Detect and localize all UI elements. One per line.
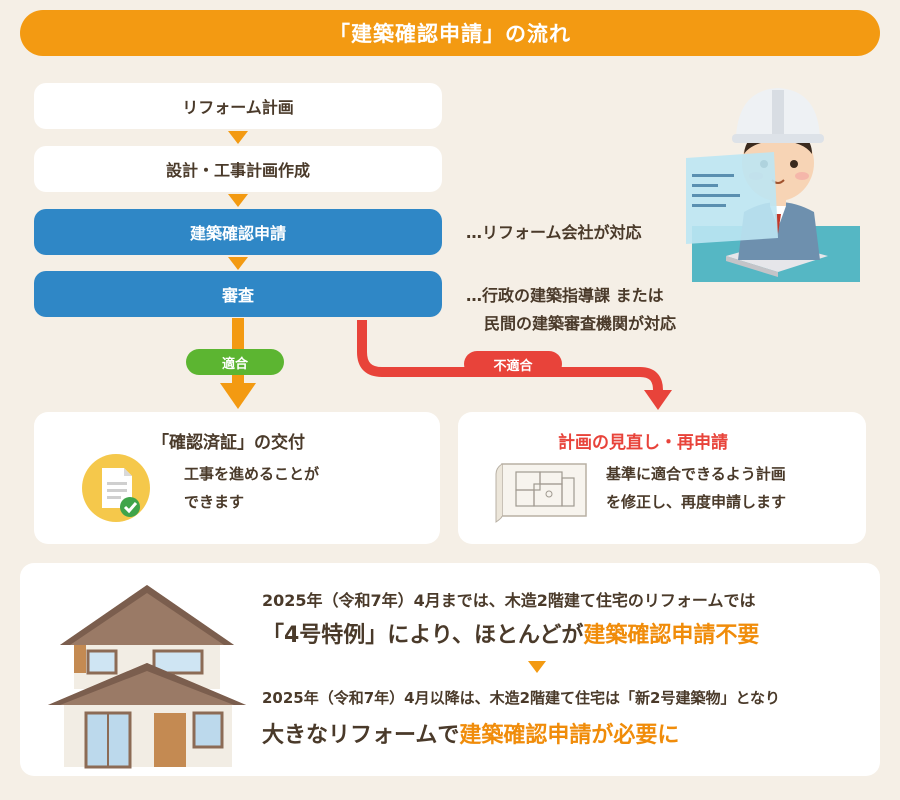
info-line4-emphasis: 建築確認申請が必要に <box>459 723 680 748</box>
info-line4: 大きなリフォームで建築確認申請が必要に <box>262 717 679 749</box>
step-design-plan: 設計・工事計画作成 <box>34 146 442 192</box>
pass-badge: 適合 <box>186 349 284 375</box>
down-arrow-icon <box>528 661 546 673</box>
fail-badge: 不適合 <box>464 351 562 377</box>
result-fail-title: 計画の見直し・再申請 <box>558 433 728 453</box>
step-reform-plan: リフォーム計画 <box>34 83 442 129</box>
result-fail-line1: 基準に適合できるよう計画 <box>606 465 786 483</box>
result-pass-line2: できます <box>184 493 245 511</box>
certificate-icon <box>82 454 150 522</box>
monitor-screen-icon <box>686 152 778 244</box>
worker-illustration <box>686 88 860 282</box>
note-review-line2: 民間の建築審査機関が対応 <box>484 314 677 333</box>
info-line2: 「4号特例」により、ほとんどが建築確認申請不要 <box>262 617 759 649</box>
note-review-line1: …行政の建築指導課 または <box>466 286 664 305</box>
step-building-application: 建築確認申請 <box>34 209 442 255</box>
page-title: 「建築確認申請」の流れ <box>20 10 880 56</box>
result-fail-card: 計画の見直し・再申請 基準に適合できるよう計画 を修正し、再度申請します <box>458 412 866 544</box>
info-line2-pre: 「4号特例」により、ほとんどが <box>262 623 584 648</box>
step-review: 審査 <box>34 271 442 317</box>
result-pass-card: 「確認済証」の交付 工事を進めることが できます <box>34 412 440 544</box>
result-pass-line1: 工事を進めることが <box>184 465 320 483</box>
blueprint-icon <box>495 463 587 523</box>
result-pass-title: 「確認済証」の交付 <box>152 433 305 453</box>
info-line4-pre: 大きなリフォームで <box>262 723 460 748</box>
info-line1: 2025年（令和7年）4月までは、木造2階建て住宅のリフォームでは <box>262 591 756 610</box>
info-panel: 2025年（令和7年）4月までは、木造2階建て住宅のリフォームでは 「4号特例」… <box>20 563 880 776</box>
flow-arrow-icon <box>228 257 248 270</box>
info-line2-emphasis: 建築確認申請不要 <box>583 623 760 648</box>
info-line3: 2025年（令和7年）4月以降は、木造2階建て住宅は「新2号建築物」となり <box>262 689 781 707</box>
note-application: …リフォーム会社が対応 <box>466 223 642 242</box>
result-fail-line2: を修正し、再度申請します <box>606 493 787 511</box>
flow-arrow-icon <box>228 131 248 144</box>
flow-arrow-icon <box>228 194 248 207</box>
house-illustration <box>48 585 246 769</box>
